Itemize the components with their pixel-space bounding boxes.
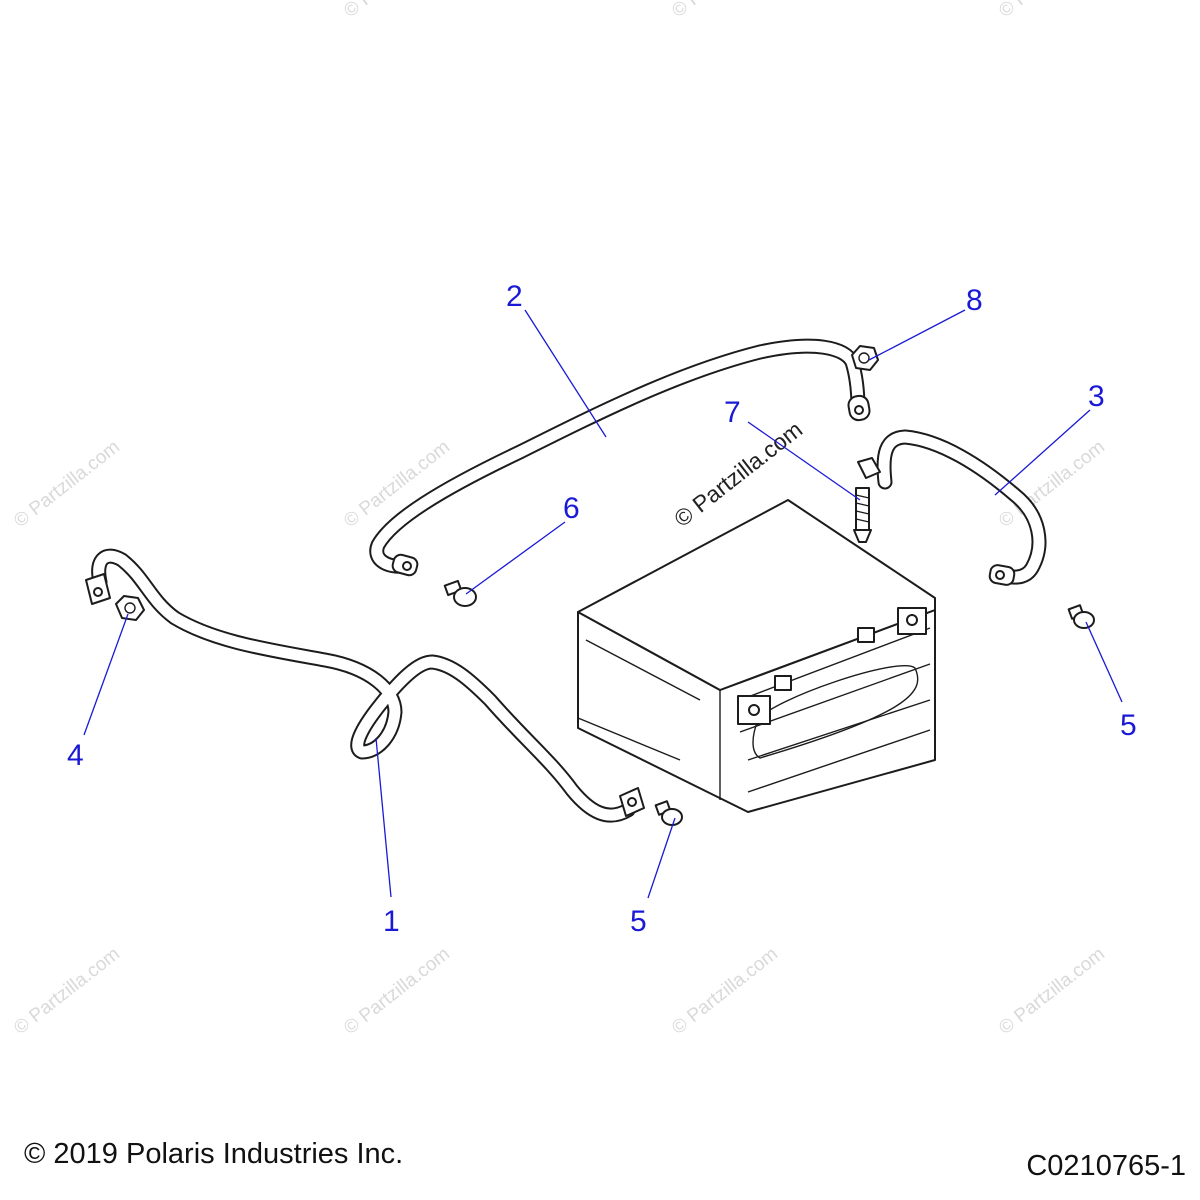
callout-8: 8: [966, 284, 983, 317]
watermark-8: © Partzilla.com: [340, 0, 454, 22]
callout-6: 6: [563, 492, 580, 525]
bolt-5-lower: [654, 800, 683, 826]
watermark-9: © Partzilla.com: [668, 0, 782, 22]
watermark-1: © Partzilla.com: [10, 437, 124, 532]
leader-5-lower: [647, 817, 676, 899]
bolt-6: [443, 579, 477, 607]
terminal-hole: [748, 704, 760, 716]
callout-4: 4: [67, 739, 84, 772]
callout-5-right: 5: [1120, 709, 1137, 742]
battery: [577, 499, 936, 813]
drawing-number: C0210765-1: [1026, 1150, 1186, 1182]
callouts: 2 8 7 3 6 5 5 4 1: [67, 280, 1137, 938]
terminal-ring: [857, 457, 881, 479]
terminal-hole: [906, 614, 918, 626]
terminal-hole: [854, 405, 864, 415]
watermark-6: © Partzilla.com: [668, 944, 782, 1039]
leader-8: [868, 309, 966, 361]
watermark-4: © Partzilla.com: [10, 944, 124, 1039]
stud-bolt-7: [853, 487, 872, 543]
terminal-hole: [627, 797, 637, 807]
vent-tab: [857, 627, 875, 643]
callout-5-lower: 5: [630, 905, 647, 938]
nut-8: [851, 345, 879, 371]
leader-3: [994, 409, 1091, 496]
callout-2: 2: [506, 280, 523, 313]
terminal-hole: [995, 570, 1005, 580]
nut-4: [115, 595, 145, 621]
leader-5-right: [1085, 621, 1123, 703]
callout-7: 7: [724, 396, 741, 429]
watermark-5: © Partzilla.com: [340, 944, 454, 1039]
copyright-notice: © 2019 Polaris Industries Inc.: [24, 1138, 404, 1170]
leader-7: [747, 421, 861, 501]
terminal-hole: [402, 561, 412, 571]
watermark-10: © Partzilla.com: [995, 0, 1109, 22]
leader-2: [524, 309, 607, 438]
terminal-hole: [93, 587, 103, 597]
leader-4: [83, 613, 129, 736]
bolt-5-right: [1067, 604, 1095, 629]
callout-1: 1: [383, 905, 400, 938]
cable-1: [85, 548, 645, 823]
leader-1: [375, 737, 392, 898]
leader-6: [465, 521, 566, 595]
cable-3: [857, 429, 1047, 586]
hardware: [115, 345, 1095, 826]
cable-2: [369, 338, 871, 577]
leader-lines: [83, 309, 1123, 899]
callout-3: 3: [1088, 380, 1105, 413]
watermark-layer: © Partzilla.com © Partzilla.com © Partzi…: [10, 0, 1109, 1039]
vent-tab: [774, 675, 792, 691]
watermark-7: © Partzilla.com: [995, 944, 1109, 1039]
battery-top: [577, 499, 936, 691]
